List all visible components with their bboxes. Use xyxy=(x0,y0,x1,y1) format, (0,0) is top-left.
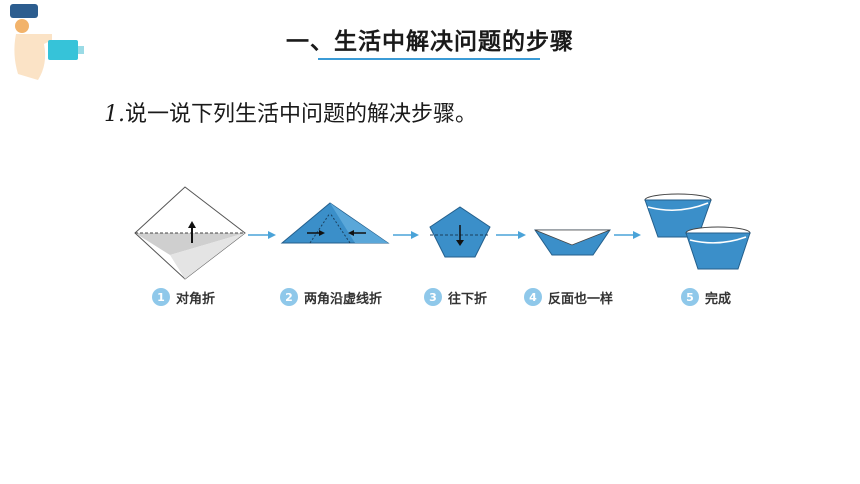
step1-diagram xyxy=(134,186,246,280)
step-text: 往下折 xyxy=(448,291,488,307)
folding-steps-illustration xyxy=(134,186,751,280)
step2-diagram xyxy=(280,202,390,244)
step-2-label: 2 两角沿虚线折 xyxy=(280,287,382,307)
step-text: 对角折 xyxy=(176,291,216,307)
question: 1.说一说下列生活中问题的解决步骤。 xyxy=(104,96,477,128)
step-number-badge: 4 xyxy=(524,288,542,306)
question-text: 说一说下列生活中问题的解决步骤。 xyxy=(125,102,478,127)
step-1-label: 1 对角折 xyxy=(152,287,215,307)
step-text: 两角沿虚线折 xyxy=(304,291,383,307)
step-number-badge: 5 xyxy=(681,288,699,306)
question-number: 1. xyxy=(104,102,125,127)
step3-diagram xyxy=(429,206,491,258)
title-underline xyxy=(318,58,540,60)
step-number-badge: 2 xyxy=(280,288,298,306)
step-text: 完成 xyxy=(705,291,732,307)
step4-diagram xyxy=(534,229,611,256)
step-3-label: 3 往下折 xyxy=(424,287,487,307)
step-number-badge: 3 xyxy=(424,288,442,306)
step-4-label: 4 反面也一样 xyxy=(524,287,613,307)
step-number-badge: 1 xyxy=(152,288,170,306)
step5-diagram xyxy=(644,193,751,270)
hand-usb-icon xyxy=(10,4,84,80)
step-text: 反面也一样 xyxy=(548,291,614,307)
step-5-label: 5 完成 xyxy=(681,287,731,307)
page-title: 一、生活中解决问题的步骤 xyxy=(286,29,574,55)
